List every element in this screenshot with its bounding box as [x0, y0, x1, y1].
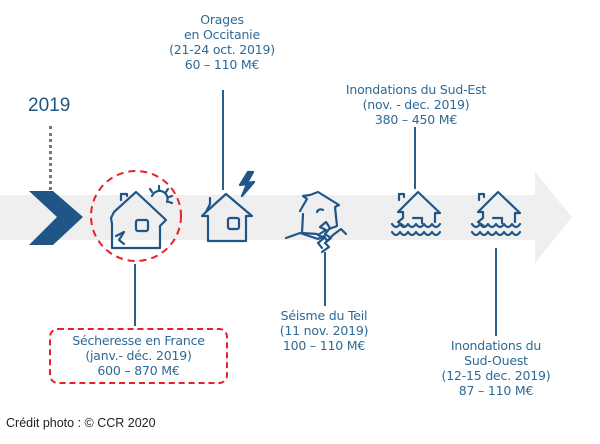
event-label-inondations-sud-ouest: Inondations du Sud-Ouest (12-15 dec. 201…: [426, 338, 566, 398]
timeline-band-arrow: [0, 172, 572, 263]
event-title-2: Sud-Ouest: [464, 353, 528, 368]
house-sun-drought-icon: [109, 184, 174, 250]
event-title-2: en Occitanie: [184, 27, 260, 42]
connector-orages: [222, 90, 224, 190]
house-flood-icon: [390, 190, 442, 237]
event-date: (11 nov. 2019): [279, 323, 369, 338]
event-cost: 60 – 110 M€: [184, 57, 260, 72]
connector-seisme: [324, 252, 326, 306]
event-title: Sécheresse en France: [72, 333, 205, 348]
event-label-seisme: Séisme du Teil (11 nov. 2019) 100 – 110 …: [264, 308, 384, 353]
house-earthquake-icon: [284, 190, 348, 254]
year-dotted-connector: [49, 126, 52, 190]
event-title: Inondations du Sud-Est: [345, 82, 487, 97]
event-cost: 87 – 110 M€: [458, 383, 534, 398]
event-date: (janv.- déc. 2019): [85, 348, 192, 363]
photo-credit: Crédit photo : © CCR 2020: [6, 416, 156, 430]
year-label: 2019: [28, 95, 71, 116]
event-label-secheresse: Sécheresse en France (janv.- déc. 2019) …: [49, 333, 228, 378]
house-lightning-icon: [200, 170, 256, 243]
connector-secheresse: [134, 264, 136, 326]
event-date: (nov. - dec. 2019): [362, 97, 470, 112]
event-label-inondations-sud-est: Inondations du Sud-Est (nov. - dec. 2019…: [334, 82, 498, 127]
event-title: Séisme du Teil: [280, 308, 368, 323]
event-date: (21-24 oct. 2019): [169, 42, 275, 57]
connector-inondations-sud-est: [414, 127, 416, 189]
connector-inondations-sud-ouest: [495, 248, 497, 336]
event-cost: 100 – 110 M€: [282, 338, 366, 353]
house-flood-icon: [470, 190, 522, 237]
event-date: (12-15 dec. 2019): [441, 368, 551, 383]
highlight-box: [49, 328, 228, 384]
event-title: Inondations du: [450, 338, 542, 353]
event-cost: 600 – 870 M€: [97, 363, 180, 378]
event-label-orages: Orages en Occitanie (21-24 oct. 2019) 60…: [152, 12, 292, 72]
event-title: Orages: [200, 12, 244, 27]
highlight-circle: [90, 170, 182, 262]
start-chevron-icon: [29, 191, 83, 245]
event-cost: 380 – 450 M€: [374, 112, 458, 127]
